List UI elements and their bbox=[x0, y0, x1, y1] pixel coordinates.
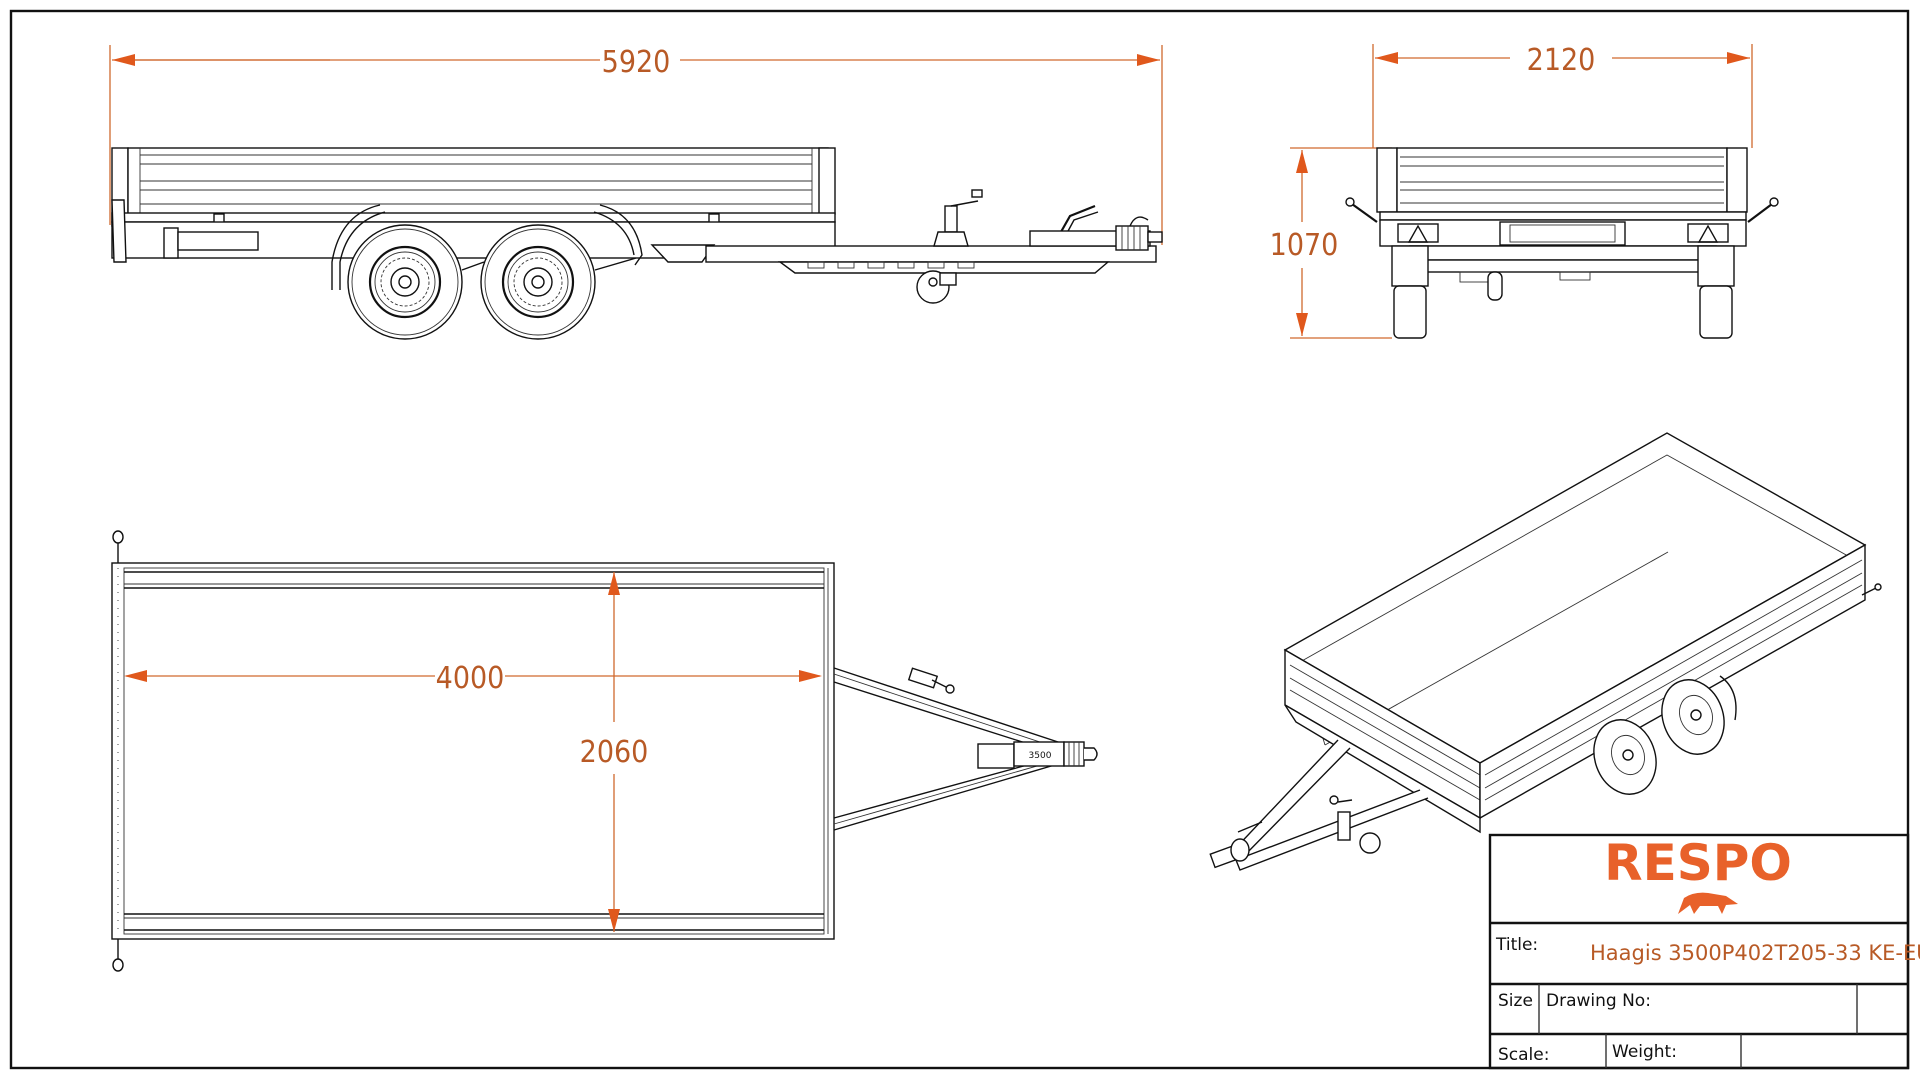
box-length-label: 4000 bbox=[436, 661, 505, 696]
iso-coupler-bellows-icon bbox=[1230, 838, 1250, 862]
arrow-down-icon bbox=[1296, 313, 1308, 336]
iso-wheel-front bbox=[1593, 719, 1657, 795]
arrow-down-icon bbox=[608, 909, 620, 932]
arrow-left-icon bbox=[112, 54, 135, 66]
side-jockey-wheel bbox=[916, 189, 983, 304]
sheet-border bbox=[9, 9, 1910, 1070]
license-plate-holder bbox=[1499, 221, 1626, 246]
drawing-no-label: Drawing No: bbox=[1546, 991, 1651, 1011]
box-width-dimension: 2060 bbox=[580, 572, 649, 932]
overall-height-label: 1070 bbox=[1270, 228, 1339, 263]
side-view: 5920 bbox=[109, 45, 1163, 340]
width-dimension: 2120 bbox=[1372, 43, 1753, 148]
title-block: RESPO Title: Haagis 3500P402T205-33 KE-E… bbox=[1488, 833, 1920, 1070]
arrow-left-icon bbox=[1375, 52, 1398, 64]
size-label: Size bbox=[1498, 991, 1533, 1011]
top-view: 3500 4000 2060 bbox=[111, 530, 1098, 972]
rear-wheel-left bbox=[1391, 245, 1429, 287]
bull-logo-icon bbox=[1678, 892, 1738, 914]
title-label: Title: bbox=[1495, 935, 1538, 955]
arrow-right-icon bbox=[799, 670, 822, 682]
rear-view: 2120 1070 bbox=[1270, 43, 1779, 339]
side-wheel-rear bbox=[480, 224, 596, 340]
side-wheel-front bbox=[347, 224, 463, 340]
arrow-right-icon bbox=[1727, 52, 1750, 64]
rear-lamp-right bbox=[1687, 223, 1729, 243]
drawbar-rating-label: 3500 bbox=[1029, 751, 1052, 761]
title-value: Haagis 3500P402T205-33 KE-EU1- bbox=[1590, 941, 1920, 965]
overall-width-label: 2120 bbox=[1527, 43, 1596, 78]
arrow-right-icon bbox=[1137, 54, 1160, 66]
iso-wheel-rear bbox=[1661, 679, 1725, 755]
height-dimension: 1070 bbox=[1270, 147, 1392, 339]
box-width-label: 2060 bbox=[580, 735, 649, 770]
arrow-up-icon bbox=[608, 572, 620, 595]
rear-wheel-right bbox=[1697, 245, 1735, 287]
weight-label: Weight: bbox=[1612, 1042, 1677, 1062]
rear-lamp-left bbox=[1397, 223, 1439, 243]
box-length-dimension: 4000 bbox=[124, 661, 822, 696]
respo-logo: RESPO bbox=[1604, 834, 1792, 892]
scale-label: Scale: bbox=[1498, 1045, 1549, 1065]
length-dimension: 5920 bbox=[109, 45, 1163, 245]
arrow-up-icon bbox=[1296, 150, 1308, 173]
arrow-left-icon bbox=[124, 670, 147, 682]
overall-length-label: 5920 bbox=[602, 45, 671, 80]
isometric-view bbox=[1209, 432, 1882, 871]
coupler-bellows-icon bbox=[1115, 225, 1149, 251]
